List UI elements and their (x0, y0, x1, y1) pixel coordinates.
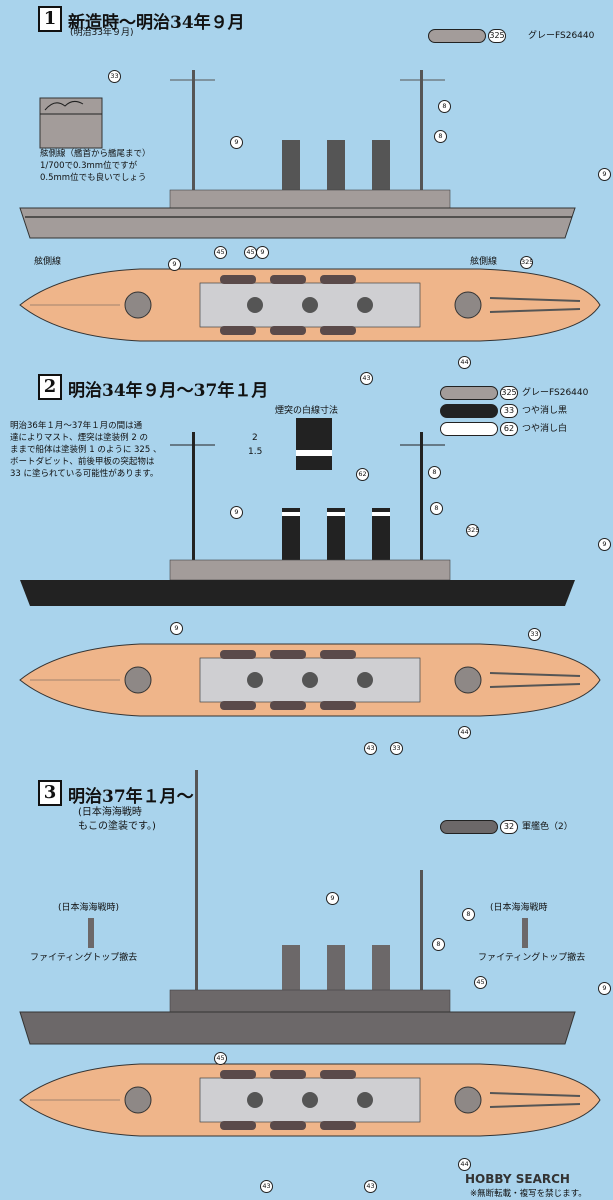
callout-43: 43 (364, 742, 377, 755)
funnel-title: 煙突の白線寸法 (275, 406, 339, 416)
callout-45: 45 (214, 246, 227, 259)
callout-8: 8 (438, 100, 451, 113)
left-note-top: (日本海海戦時) (58, 903, 120, 913)
callout-43: 43 (260, 1180, 273, 1193)
side-view-1 (19, 70, 576, 239)
callout-8: 8 (462, 908, 475, 921)
callout-62: 62 (356, 468, 369, 481)
left-note-bottom: ファイティングトップ撤去 (30, 953, 138, 963)
section-2-legend-label-1: つや消し黒 (522, 406, 568, 416)
callout-9: 9 (598, 982, 611, 995)
section-2-swatch-black (440, 404, 498, 418)
callout-44: 44 (458, 1158, 471, 1171)
callout-9: 9 (230, 136, 243, 149)
hobby-search-logo: HOBBY SEARCH (465, 1172, 570, 1186)
callout-44: 44 (458, 356, 471, 369)
side-view-3 (19, 770, 576, 1045)
copyright-notice: ※無断転載・複写を禁じます。 (470, 1189, 587, 1199)
callout-45: 45 (244, 246, 257, 259)
callout-325: 325 (466, 524, 479, 537)
section-2-legend-label-2: つや消し白 (522, 424, 568, 434)
callout-9: 9 (256, 246, 269, 259)
section-2-legend-code-2: 62 (500, 422, 518, 436)
section-1-label-right: 舷側線 (470, 257, 498, 267)
funnel-dim-2: 1.5 (248, 447, 263, 457)
callout-8: 8 (428, 466, 441, 479)
section-3-swatch (440, 820, 498, 834)
callout-9: 9 (598, 538, 611, 551)
right-note-top: (日本海海戦時 (490, 903, 548, 913)
callout-43: 43 (360, 372, 373, 385)
section-1-legend-label: グレーFS26440 (528, 31, 595, 41)
callout-33: 33 (108, 70, 121, 83)
section-2-number: 2 (38, 374, 62, 400)
callout-9: 9 (168, 258, 181, 271)
section-1-swatch (428, 29, 486, 43)
callout-45: 45 (214, 1052, 227, 1065)
section-1-inset-note: 舷側線（艦首から艦尾まで） 1/700で0.3mm位ですが 0.5mm位でも良い… (40, 149, 151, 183)
funnel-dim-1: 2 (252, 433, 258, 443)
section-3-number: 3 (38, 780, 62, 806)
section-2-legend-code-0: 325 (500, 386, 518, 400)
callout-9: 9 (598, 168, 611, 181)
section-3-title: 明治37年１月〜 (68, 787, 194, 807)
section-2-legend-label-0: グレーFS26440 (522, 388, 589, 398)
section-1-subtitle: (明治33年９月) (70, 28, 134, 38)
section-1-legend-code: 325 (488, 29, 506, 43)
section-2-swatch-grey (440, 386, 498, 400)
callout-325: 325 (520, 256, 533, 269)
section-2-title: 明治34年９月〜37年１月 (68, 381, 269, 401)
callout-8: 8 (430, 502, 443, 515)
section-1-label-left: 舷側線 (34, 257, 62, 267)
section-3-legend-code: 32 (500, 820, 518, 834)
section-3-subtitle: (日本海海戦時 もこの塗装です。) (78, 807, 156, 832)
callout-43: 43 (364, 1180, 377, 1193)
side-view-2 (20, 432, 575, 606)
callout-45: 45 (474, 976, 487, 989)
right-note-bottom: ファイティングトップ撤去 (478, 953, 586, 963)
section-2-swatch-white (440, 422, 498, 436)
callout-8: 8 (432, 938, 445, 951)
section-2-legend-code-1: 33 (500, 404, 518, 418)
section-1-title: 新造時〜明治34年９月 (68, 13, 245, 33)
section-3-legend-label: 軍艦色（2） (522, 822, 573, 832)
callout-9: 9 (230, 506, 243, 519)
callout-9: 9 (170, 622, 183, 635)
section-1-number: 1 (38, 6, 62, 32)
callout-44: 44 (458, 726, 471, 739)
callout-8: 8 (434, 130, 447, 143)
callout-33: 33 (528, 628, 541, 641)
callout-33: 9 (326, 892, 339, 905)
section-2-note: 明治36年１月〜37年１月の間は通 達によりマスト、煙突は塗装例 2 の ままで… (10, 421, 162, 479)
callout-33: 33 (390, 742, 403, 755)
